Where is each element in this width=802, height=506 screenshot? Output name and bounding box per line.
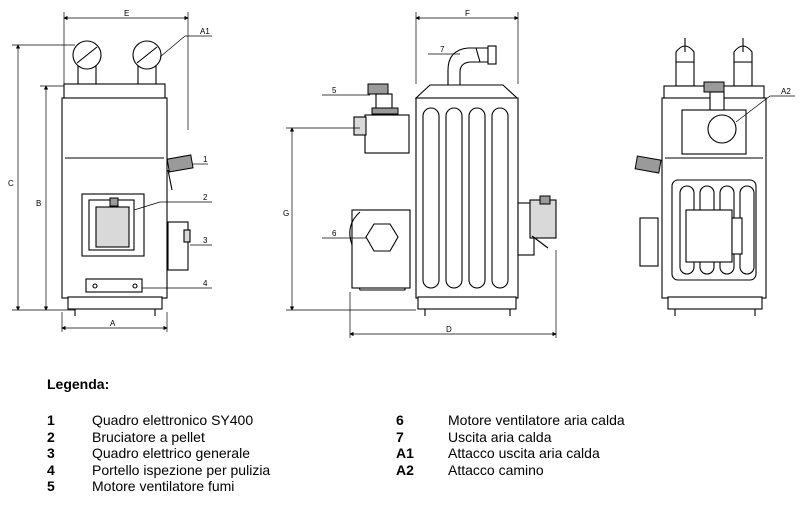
legend-item: A1 Attacco uscita aria calda: [396, 445, 625, 462]
legend-left-column: 1 Quadro elettronico SY400 2 Bruciatore a …: [47, 412, 270, 495]
dim-g-label: G: [283, 209, 289, 218]
rear-dimensions: A2: [735, 87, 795, 123]
callout-7: 7: [440, 45, 445, 54]
side-dimensions: F D G 7 5 6: [283, 9, 557, 338]
legend-item: 5 Motore ventilatore fumi: [47, 478, 270, 495]
legend-code: 6: [396, 412, 404, 428]
front-view: [61, 40, 194, 316]
legend-code: 4: [47, 461, 55, 478]
legend-text: Bruciatore a pellet: [92, 428, 205, 445]
legend-text: Motore ventilatore aria calda: [448, 412, 625, 428]
callout-5: 5: [332, 86, 337, 95]
dim-c-label: C: [8, 179, 14, 188]
front-dimensions: E A C B A1 1 2 3 4: [8, 9, 212, 332]
legend-code: A1: [396, 445, 414, 461]
legend-text: Quadro elettronico SY400: [92, 412, 254, 428]
legend-item: 6 Motore ventilatore aria calda: [396, 412, 625, 429]
legend-code: 7: [396, 428, 404, 445]
dim-a-label: A: [110, 319, 116, 328]
legend-item: A2 Attacco camino: [396, 462, 625, 479]
legend-text: Portello ispezione per pulizia: [92, 461, 271, 478]
legend-text: Quadro elettrico generale: [92, 445, 250, 461]
technical-drawing: E A C B A1 1 2 3 4: [8, 9, 795, 338]
legend-code: 1: [47, 412, 55, 428]
callout-3: 3: [203, 236, 208, 245]
callout-1: 1: [203, 155, 208, 164]
legend-item: 3 Quadro elettrico generale: [47, 445, 270, 462]
legend-title: Legenda:: [47, 376, 110, 392]
legend-item: 1 Quadro elettronico SY400: [47, 412, 270, 429]
callout-a1-front: A1: [200, 27, 210, 36]
legend-item: 4 Portello ispezione per pulizia: [47, 462, 270, 479]
legend-text: Uscita aria calda: [448, 428, 552, 445]
legend-code: A2: [396, 461, 414, 478]
dim-b-label: B: [36, 199, 41, 208]
callout-6: 6: [332, 229, 337, 238]
dim-f-label: F: [465, 9, 470, 18]
callout-a2: A2: [781, 87, 791, 96]
callout-4: 4: [203, 279, 208, 288]
dim-d-label: D: [446, 325, 452, 334]
legend-text: Motore ventilatore fumi: [92, 478, 235, 494]
dim-e-label: E: [124, 9, 129, 18]
callout-2: 2: [203, 193, 208, 202]
legend-code: 3: [47, 445, 55, 461]
rear-view: [634, 38, 767, 316]
legend-code: 5: [47, 478, 55, 494]
legend-text: Attacco uscita aria calda: [448, 445, 600, 461]
legend-text: Attacco camino: [448, 461, 544, 478]
legend-code: 2: [47, 428, 55, 445]
legend-item: 7 Uscita aria calda: [396, 429, 625, 446]
legend-item: 2 Bruciatore a pellet: [47, 429, 270, 446]
side-view: [349, 45, 557, 316]
legend-right-column: 6 Motore ventilatore aria calda 7 Uscita a…: [396, 412, 625, 478]
